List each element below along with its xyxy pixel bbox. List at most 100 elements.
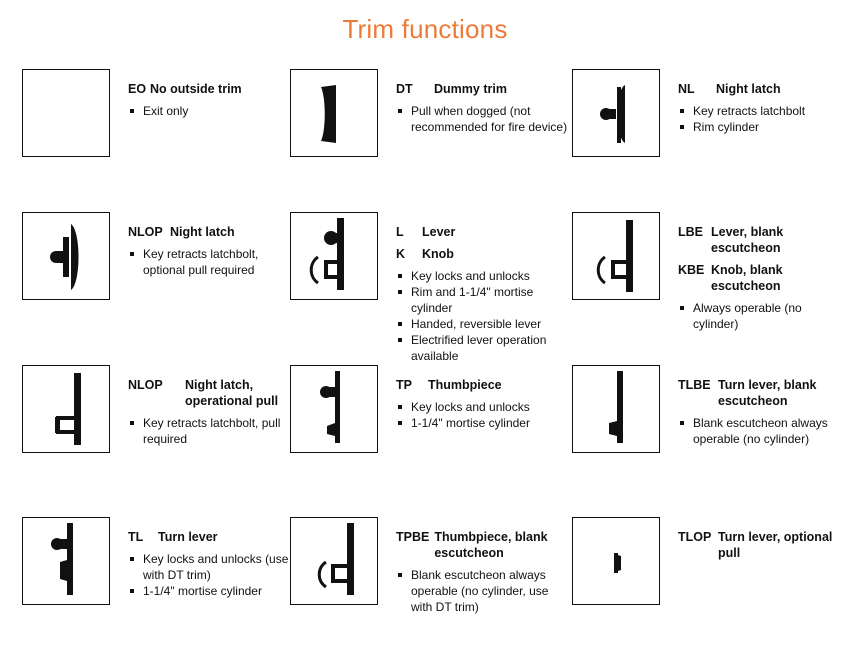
function-code: NLOP — [128, 378, 163, 392]
feature-list: Always operable (no cylinder) — [678, 300, 850, 332]
feature-item: Exit only — [128, 103, 300, 119]
feature-list: Key retracts latchbolt, pull required — [128, 415, 300, 447]
function-name: Knob, blank escutcheon — [711, 263, 783, 293]
feature-list: Blank escutcheon always operable (no cyl… — [678, 415, 850, 447]
feature-item: Key retracts latchbolt — [678, 103, 850, 119]
feature-list: Blank escutcheon always operable (no cyl… — [396, 567, 568, 615]
feature-item: Key retracts latchbolt, optional pull re… — [128, 246, 300, 278]
thumbpiece-blank-escutcheon-icon — [290, 517, 378, 605]
night-latch-optional-pull-icon — [22, 212, 110, 300]
feature-list: Key retracts latchbolt, optional pull re… — [128, 246, 300, 278]
feature-item: Rim cylinder — [678, 119, 850, 135]
function-heading: NLOP Night latch — [128, 224, 300, 240]
feature-list: Pull when dogged (not recommended for fi… — [396, 103, 568, 135]
function-heading: LBE Lever, blank escutcheon — [678, 224, 850, 256]
function-code: TL — [128, 530, 144, 544]
feature-item: Blank escutcheon always operable (no cyl… — [678, 415, 850, 447]
function-code: EO — [128, 82, 147, 96]
feature-item: Electrified lever operation available — [396, 332, 568, 364]
function-name: Lever, blank escutcheon — [711, 225, 784, 255]
function-code: DT — [396, 82, 413, 96]
feature-item: Handed, reversible lever — [396, 316, 568, 332]
feature-item: Always operable (no cylinder) — [678, 300, 850, 332]
night-latch-operational-pull-icon — [22, 365, 110, 453]
feature-item: Blank escutcheon always operable (no cyl… — [396, 567, 568, 615]
function-name: No outside trim — [150, 82, 242, 96]
function-code: LBE — [678, 225, 703, 239]
function-code: NLOP — [128, 225, 163, 239]
no-outside-trim-icon — [22, 69, 110, 157]
function-code: L — [396, 225, 404, 239]
function-name: Lever — [422, 225, 456, 239]
function-name: Night latch, operational pull — [185, 378, 279, 408]
feature-item: Pull when dogged (not recommended for fi… — [396, 103, 568, 135]
turn-lever-optional-pull-icon — [572, 517, 660, 605]
lever-knob-icon — [290, 212, 378, 300]
turn-lever-icon — [22, 517, 110, 605]
function-heading: NLOP Night latch, operational pull — [128, 377, 300, 409]
lever-blank-escutcheon-icon — [572, 212, 660, 300]
feature-list: Key locks and unlocks (use with DT trim)… — [128, 551, 300, 599]
function-name: Knob — [422, 247, 454, 261]
thumbpiece-icon — [290, 365, 378, 453]
function-heading: TP Thumbpiece — [396, 377, 568, 393]
function-code: TLBE — [678, 378, 711, 392]
function-name: Thumbpiece, blank escutcheon — [434, 530, 548, 560]
function-heading: KBE Knob, blank escutcheon — [678, 262, 850, 294]
feature-item: Key locks and unlocks — [396, 399, 568, 415]
feature-item: Key retracts latchbolt, pull required — [128, 415, 300, 447]
feature-item: Key locks and unlocks — [396, 268, 568, 284]
night-latch-icon — [572, 69, 660, 157]
turn-lever-blank-escutcheon-icon — [572, 365, 660, 453]
function-name: Night latch — [170, 225, 235, 239]
feature-item: 1-1/4" mortise cylinder — [396, 415, 568, 431]
function-heading: L Lever — [396, 224, 568, 240]
dummy-trim-icon — [290, 69, 378, 157]
function-code: TP — [396, 378, 412, 392]
function-code: TPBE — [396, 530, 430, 544]
function-code: K — [396, 247, 406, 261]
function-code: KBE — [678, 263, 705, 277]
function-heading: K Knob — [396, 246, 568, 262]
function-name: Turn lever, blank escutcheon — [718, 378, 817, 408]
feature-item: 1-1/4" mortise cylinder — [128, 583, 300, 599]
feature-item: Rim and 1-1/4" mortise cylinder — [396, 284, 568, 316]
page-title: Trim functions — [342, 14, 508, 44]
feature-item: Key locks and unlocks (use with DT trim) — [128, 551, 300, 583]
function-name: Night latch — [716, 82, 781, 96]
function-name: Turn lever, optional pull — [718, 530, 833, 560]
function-heading: TPBE Thumbpiece, blank escutcheon — [396, 529, 568, 561]
function-code: NL — [678, 82, 695, 96]
feature-list: Exit only — [128, 103, 300, 119]
function-name: Thumbpiece — [428, 378, 502, 392]
function-heading: NL Night latch — [678, 81, 850, 97]
function-name: Dummy trim — [434, 82, 507, 96]
